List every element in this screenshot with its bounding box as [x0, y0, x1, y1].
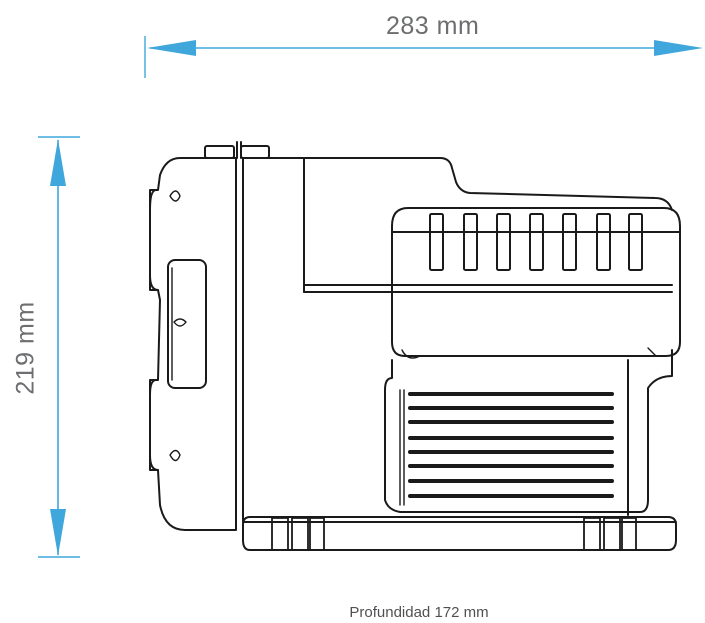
motor-housing: [384, 349, 673, 513]
width-arrow-right-icon: [654, 40, 703, 56]
rubber-feet: [271, 517, 637, 551]
cylinder-head: [391, 207, 681, 357]
cooling-vents: [408, 392, 614, 498]
height-dimension: [38, 136, 80, 558]
height-dimension-label: 219 mm: [11, 301, 40, 395]
top-valve-knob: [204, 141, 270, 159]
carry-handle: [167, 259, 207, 389]
depth-dimension-label: Profundidad 172 mm: [349, 604, 489, 621]
width-dimension: [144, 36, 703, 78]
width-arrow-left-icon: [147, 40, 196, 56]
left-grip-upper: [149, 189, 159, 291]
compressor-drawing: [149, 141, 681, 551]
left-grip-lower: [149, 379, 159, 471]
height-arrow-bottom-icon: [50, 509, 66, 556]
width-dimension-label: 283 mm: [386, 12, 480, 40]
upper-housing: [242, 157, 673, 211]
cylinder-fins: [429, 213, 643, 271]
compressor-body-outline: [149, 157, 237, 531]
height-arrow-top-icon: [50, 139, 66, 186]
